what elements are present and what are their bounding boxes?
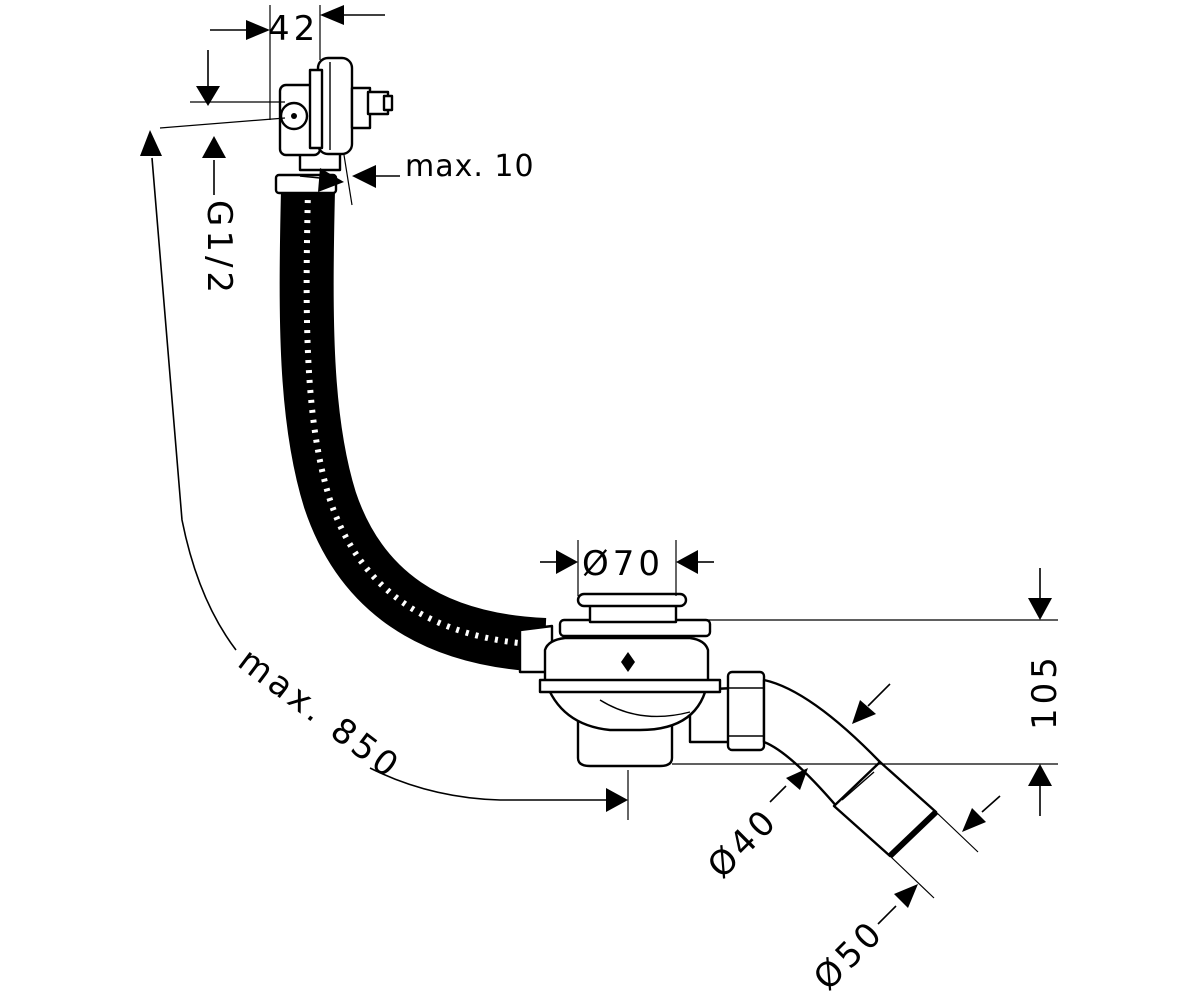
dim-width-top: 42 xyxy=(210,5,385,120)
label-dia-70: Ø70 xyxy=(582,544,664,584)
label-height-105: 105 xyxy=(1025,653,1065,730)
label-thread: G1/2 xyxy=(199,200,239,297)
flexible-hose xyxy=(279,189,547,672)
label-max-850: max. 850 xyxy=(231,640,409,788)
overflow-valve xyxy=(274,56,394,195)
elbow-outlet xyxy=(762,678,939,859)
label-max-10: max. 10 xyxy=(405,149,535,184)
waste-body xyxy=(518,592,766,768)
label-width-top: 42 xyxy=(268,9,319,49)
dim-height-105: 105 xyxy=(672,568,1065,816)
label-dia-40: Ø40 xyxy=(700,800,786,886)
label-dia-50: Ø50 xyxy=(806,912,892,998)
dim-dia-70: Ø70 xyxy=(540,540,714,596)
dim-thread: G1/2 xyxy=(159,50,286,297)
dim-max-10: max. 10 xyxy=(299,149,535,206)
